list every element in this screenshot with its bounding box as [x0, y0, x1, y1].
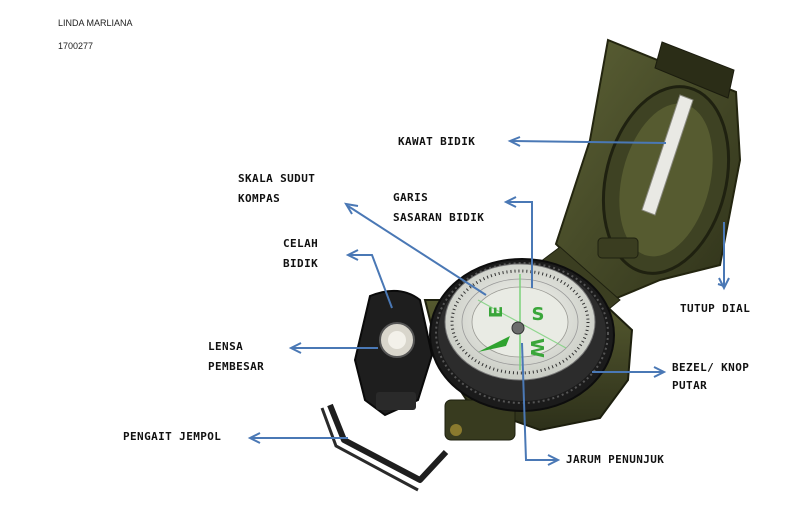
arrowhead-lensa — [288, 342, 302, 354]
arrow-kawat-bidik — [511, 140, 667, 144]
label-bezel-line1: BEZEL/ KNOP — [672, 361, 750, 374]
arrowhead-celah-bidik — [345, 249, 359, 261]
thumb-hook — [320, 403, 449, 492]
label-garis-sasaran-line2: SASARAN BIDIK — [393, 211, 485, 224]
label-lensa-line2: PEMBESAR — [208, 360, 265, 373]
lens-holder — [353, 289, 434, 417]
compass-dial: S W E — [444, 263, 596, 381]
label-celah-bidik-line1: CELAH — [283, 237, 319, 250]
arrow-jarum — [521, 342, 556, 461]
label-celah-bidik-line2: BIDIK — [283, 257, 319, 270]
arrowhead-pengait — [247, 432, 261, 444]
author-name: LINDA MARLIANA — [58, 18, 133, 28]
label-jarum-penunjuk: JARUM PENUNJUK — [566, 453, 665, 466]
author-id: 1700277 — [58, 41, 94, 51]
label-lensa-line1: LENSA — [208, 340, 244, 353]
arrow-skala-sudut — [347, 205, 487, 296]
label-bezel-line2: PUTAR — [672, 379, 708, 392]
arrowhead-jarum — [547, 454, 561, 466]
arrow-garis-sasaran — [508, 201, 533, 288]
arrowhead-bezel — [653, 366, 667, 378]
needle-pointer — [478, 336, 510, 352]
arrowhead-skala-sudut — [344, 202, 359, 215]
label-tutup-dial: TUTUP DIAL — [680, 302, 751, 315]
arrow-celah-bidik — [350, 254, 393, 309]
dial-letter-e: E — [486, 306, 507, 318]
arrowhead-kawat-bidik — [507, 136, 521, 147]
arrowhead-garis-sasaran — [503, 196, 517, 208]
annotation-arrows — [247, 136, 730, 466]
dial-letter-s: S — [532, 304, 545, 325]
label-garis-sasaran-line1: GARIS — [393, 191, 429, 204]
dial-letter-w: W — [526, 338, 547, 358]
label-skala-sudut-line1: SKALA SUDUT — [238, 172, 316, 185]
label-skala-sudut-line2: KOMPAS — [238, 192, 281, 205]
lid — [539, 38, 742, 319]
label-kawat-bidik: KAWAT BIDIK — [398, 135, 476, 148]
label-pengait-jempol: PENGAIT JEMPOL — [123, 430, 222, 443]
arrowhead-tutup-dial — [718, 277, 730, 291]
